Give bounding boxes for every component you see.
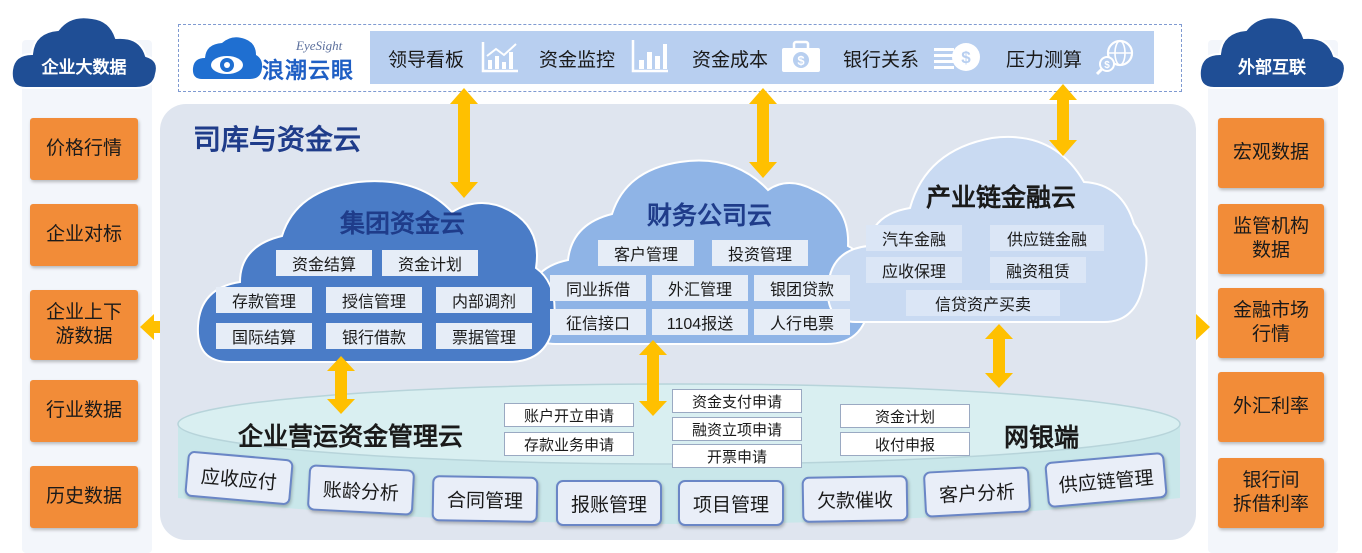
left-item-industry: 行业数据 [30, 380, 138, 442]
request-deposit: 存款业务申请 [504, 432, 634, 456]
group-item-plan: 资金计划 [382, 250, 478, 276]
finance-item-interbank: 同业拆借 [550, 275, 646, 301]
right-item-interbank: 银行间 拆借利率 [1218, 458, 1324, 528]
group-item-deposit: 存款管理 [216, 287, 312, 313]
bank-money-icon: $ [934, 43, 980, 71]
finance-item-fx: 外汇管理 [652, 275, 748, 301]
finance-cloud-title: 财务公司云 [647, 202, 773, 230]
nav-fund-monitor[interactable]: 资金监控 [539, 44, 615, 72]
nav-stress-test-label: 压力测算 [1006, 49, 1083, 71]
bar-chart-icon [631, 40, 668, 73]
module-aging-analysis[interactable]: 账龄分析 [306, 464, 416, 516]
group-cloud-title: 集团资金云 [340, 210, 466, 238]
module-expense[interactable]: 报账管理 [556, 480, 662, 526]
header-nav-bar [370, 31, 1154, 84]
arrow-header-to-chain [1049, 84, 1077, 156]
finance-item-syndicated: 银团贷款 [754, 275, 850, 301]
right-item-market: 金融市场 行情 [1218, 288, 1324, 358]
finance-item-e-bill: 人行电票 [754, 309, 850, 335]
money-bag-icon: $ [782, 40, 820, 72]
eye-cloud-logo-icon [192, 37, 263, 79]
nav-fund-cost[interactable]: 资金成本 [692, 44, 768, 72]
left-panel-title: 企业大数据 [41, 58, 127, 77]
left-item-price: 价格行情 [30, 118, 138, 180]
module-contract[interactable]: 合同管理 [431, 475, 539, 523]
main-title: 司库与资金云 [193, 124, 362, 155]
line-chart-icon [481, 42, 518, 73]
right-item-macro: 宏观数据 [1218, 118, 1324, 188]
request-fund-plan: 资金计划 [840, 404, 970, 428]
svg-text:$: $ [1104, 60, 1110, 71]
arrow-chain-to-ops [985, 324, 1013, 388]
group-item-internal: 内部调剂 [436, 287, 532, 313]
chain-item-auto: 汽车金融 [866, 225, 962, 251]
right-item-fx-rate: 外汇利率 [1218, 372, 1324, 442]
right-panel-title: 外部互联 [1238, 58, 1306, 77]
finance-item-credit-api: 征信接口 [550, 309, 646, 335]
request-payment: 资金支付申请 [672, 389, 802, 413]
chain-item-factoring: 应收保理 [866, 257, 962, 283]
nav-leader-dashboard-label: 领导看板 [388, 49, 465, 71]
logo-brand-text: 浪潮云眼 [262, 58, 355, 83]
finance-item-customer: 客户管理 [598, 240, 694, 266]
ops-cloud-title: 企业营运资金管理云 [238, 423, 464, 451]
module-debt-collection[interactable]: 欠款催收 [801, 475, 909, 523]
chain-item-asset-trade: 信贷资产买卖 [906, 290, 1060, 316]
nav-bank-relation-label: 银行关系 [843, 49, 920, 71]
svg-text:$: $ [797, 53, 805, 68]
nav-bank-relation[interactable]: 银行关系 [843, 44, 919, 72]
arrow-group-to-ops [327, 356, 355, 414]
nav-fund-cost-label: 资金成本 [692, 49, 769, 71]
nav-stress-test[interactable]: 压力测算 [1006, 44, 1082, 72]
request-pay-declare: 收付申报 [840, 432, 970, 456]
chain-cloud-title: 产业链金融云 [926, 184, 1077, 212]
nav-fund-monitor-label: 资金监控 [539, 49, 616, 71]
nav-leader-dashboard[interactable]: 领导看板 [388, 44, 464, 72]
module-project[interactable]: 项目管理 [678, 480, 784, 526]
request-financing: 融资立项申请 [672, 417, 802, 441]
group-item-intl-settle: 国际结算 [216, 323, 312, 349]
chain-item-leasing: 融资租赁 [990, 257, 1086, 283]
group-item-bank-loan: 银行借款 [326, 323, 422, 349]
group-item-settlement: 资金结算 [276, 250, 372, 276]
module-receivable-payable[interactable]: 应收应付 [184, 450, 294, 506]
right-item-regulator: 监管机构 数据 [1218, 204, 1324, 274]
chain-item-supply: 供应链金融 [990, 225, 1104, 251]
group-item-credit: 授信管理 [326, 287, 422, 313]
finance-item-1104: 1104报送 [652, 309, 748, 335]
request-invoice: 开票申请 [672, 444, 802, 468]
bank-end-title: 网银端 [1004, 424, 1080, 452]
arrow-header-to-group [450, 88, 478, 198]
logo-eyesight-text: EyeSight [296, 38, 343, 53]
arrow-finance-to-ops [639, 340, 667, 416]
arrow-header-to-finance [749, 88, 777, 178]
left-cloud-header [10, 16, 158, 89]
left-item-upstream: 企业上下 游数据 [30, 290, 138, 360]
group-item-bill: 票据管理 [436, 323, 532, 349]
left-item-history: 历史数据 [30, 466, 138, 528]
finance-item-investment: 投资管理 [712, 240, 808, 266]
globe-magnifier-icon: $ [1096, 39, 1134, 76]
right-cloud-header [1198, 16, 1346, 89]
request-account-open: 账户开立申请 [504, 403, 634, 427]
left-item-benchmark: 企业对标 [30, 204, 138, 266]
module-customer-analysis[interactable]: 客户分析 [922, 466, 1032, 518]
svg-text:$: $ [961, 48, 971, 67]
